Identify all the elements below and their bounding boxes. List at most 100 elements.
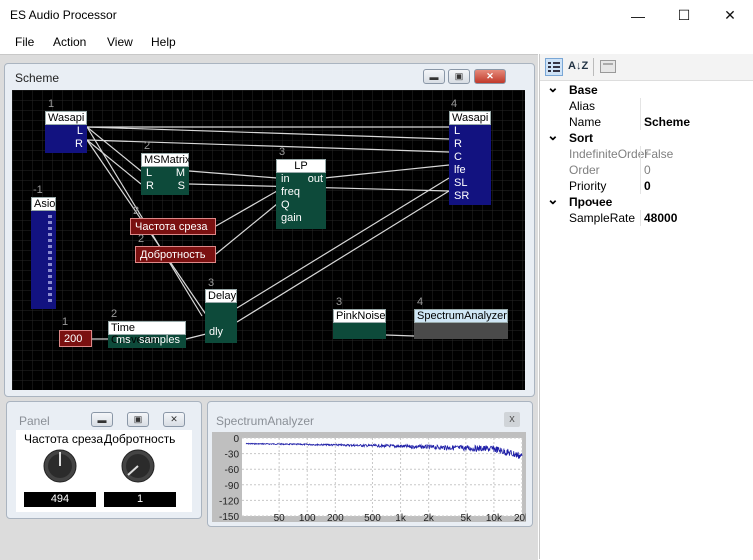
menu-bar: File Action View Help (0, 31, 753, 54)
node-index: 3 (336, 296, 343, 308)
property-row[interactable]: Priority 0 (540, 178, 753, 194)
spectrum-close-button[interactable]: x (504, 412, 520, 427)
port-label: out (307, 173, 323, 185)
menu-action[interactable]: Action (53, 35, 87, 49)
propgrid-category[interactable]: ⌄ Base (540, 79, 753, 98)
scheme-canvas[interactable]: 1 Wasapi L R -1 Asio (12, 90, 525, 390)
q-knob[interactable] (120, 448, 156, 484)
panel-window: Panel ▬ ▣ ✕ Частота среза Добротность 49… (6, 401, 202, 519)
wire (86, 126, 142, 172)
menu-file[interactable]: File (15, 35, 35, 49)
propgrid-category[interactable]: ⌄Прочее (540, 191, 753, 210)
node-index: 1 (48, 98, 55, 110)
wire (385, 334, 415, 337)
asio-node[interactable]: Asio (31, 197, 56, 309)
maximize-button[interactable]: ☐ (677, 7, 691, 23)
y-tick-label: -30 (225, 450, 240, 461)
port-label: R (75, 138, 83, 150)
scheme-minimize-button[interactable]: ▬ (423, 69, 445, 84)
node-index: 2 (144, 140, 151, 152)
scheme-restore-button[interactable]: ▣ (448, 69, 470, 84)
port-label: Q (281, 199, 290, 211)
column-divider (640, 146, 641, 162)
param-q-node[interactable]: Добротность (135, 246, 216, 263)
port-label: M (175, 167, 185, 179)
property-value[interactable]: 48000 (644, 211, 678, 225)
property-name: Order (569, 163, 600, 177)
restore-icon: ▣ (133, 414, 143, 424)
port-label: L (454, 125, 461, 137)
asio-ports (48, 215, 52, 302)
toolbar-separator (593, 58, 594, 76)
wasapi-output-node[interactable]: Wasapi L R C lfe SL SR (449, 111, 491, 205)
y-tick-label: -150 (219, 512, 239, 522)
property-row[interactable]: Alias (540, 98, 753, 114)
x-tick-label: 10k (486, 513, 503, 522)
property-name: Priority (569, 179, 607, 193)
category-name: Base (569, 83, 598, 97)
property-value[interactable]: Scheme (644, 115, 691, 129)
chevron-down-icon[interactable]: ⌄ (547, 191, 559, 207)
wasapi-input-node[interactable]: Wasapi L R (45, 111, 87, 153)
x-tick-label: 50 (274, 513, 286, 522)
constant-node[interactable]: 200 (59, 330, 92, 347)
node-title: SpectrumAnalyzer (414, 309, 508, 323)
time-converter-node[interactable]: Time Converter ms samples (108, 321, 186, 348)
node-index: 1 (62, 316, 69, 328)
wire (236, 177, 450, 309)
node-label: 200 (64, 333, 83, 345)
alphabetical-button[interactable]: A↓Z (568, 60, 589, 72)
node-title: Time Converter (108, 321, 186, 346)
msmatrix-node[interactable]: MSMatrix L R M S (141, 153, 190, 195)
wire (236, 190, 450, 323)
node-title: Delay (205, 289, 237, 303)
property-value[interactable]: 0 (644, 179, 651, 193)
menu-view[interactable]: View (107, 35, 133, 49)
property-row[interactable]: Order 0 (540, 162, 753, 178)
column-divider (640, 178, 641, 194)
wire (86, 126, 450, 140)
property-value[interactable]: False (644, 147, 674, 161)
plot-background (242, 438, 522, 516)
categorized-icon (548, 62, 560, 72)
delay-node[interactable]: Delay dly (205, 289, 237, 343)
port-label: R (454, 138, 462, 150)
property-value[interactable]: 0 (644, 163, 651, 177)
property-pages-button[interactable] (600, 60, 616, 73)
panel-content: Частота среза Добротность 494 1 (16, 430, 192, 512)
scheme-close-button[interactable]: ✕ (474, 69, 506, 84)
node-label: Частота среза (135, 221, 208, 233)
port-label: L (146, 167, 153, 179)
panel-restore-button[interactable]: ▣ (127, 412, 149, 427)
cutoff-knob[interactable] (42, 448, 78, 484)
minimize-button[interactable]: — (631, 7, 645, 24)
property-name: Alias (569, 99, 596, 113)
node-index: 4 (451, 98, 458, 110)
chevron-down-icon[interactable]: ⌄ (547, 79, 559, 95)
menu-help[interactable]: Help (151, 35, 176, 49)
param-cutoff-node[interactable]: Частота среза (130, 218, 216, 235)
propgrid-category[interactable]: ⌄Sort (540, 127, 753, 146)
wire (215, 203, 278, 255)
column-divider (640, 162, 641, 178)
port-label: C (454, 151, 462, 163)
chevron-down-icon[interactable]: ⌄ (547, 127, 559, 143)
spectrum-analyzer-node[interactable]: SpectrumAnalyzer (414, 309, 508, 339)
pinknoise-node[interactable]: PinkNoise (333, 309, 386, 339)
close-button[interactable]: ✕ (724, 7, 736, 23)
panel-close-button[interactable]: ✕ (163, 412, 185, 427)
lp-filter-node[interactable]: LP in freq Q gain out (276, 159, 326, 229)
wires-layer (12, 90, 525, 390)
x-tick-label: 5k (461, 513, 473, 522)
y-tick-label: 0 (233, 434, 239, 445)
minimize-icon: ▬ (97, 414, 107, 425)
categorized-button[interactable] (545, 58, 563, 76)
wire (185, 333, 207, 340)
panel-minimize-button[interactable]: ▬ (91, 412, 113, 427)
q-value: 1 (104, 492, 176, 507)
